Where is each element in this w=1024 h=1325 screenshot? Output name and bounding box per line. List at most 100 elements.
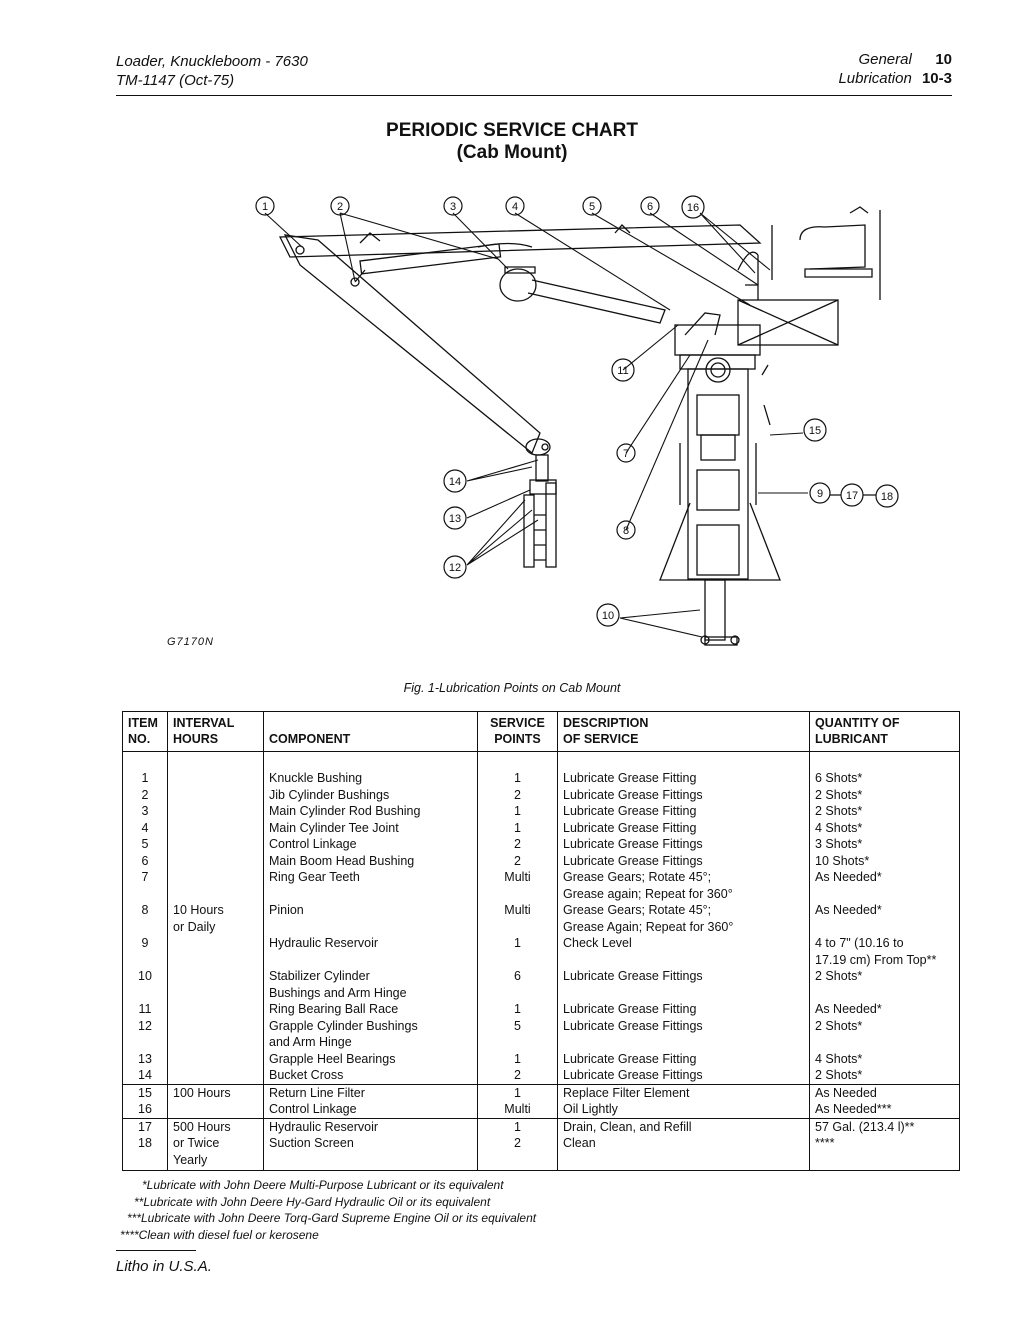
table-cell-qty [809,984,960,1001]
title-line-1: PERIODIC SERVICE CHART [386,120,638,141]
table-cell-points: 2 [477,786,558,803]
table-cell-points: 2 [477,836,558,853]
footer-rule [116,1250,196,1251]
table-cell-points: 2 [477,1067,558,1084]
table-cell-points: 1 [477,770,558,787]
callout-4 [505,196,525,216]
callout-13 [443,506,467,530]
table-cell-desc: Drain, Clean, and Refill [557,1117,810,1135]
table-cell-interval [167,869,264,886]
table-cell-points: Multi [477,869,558,886]
callout-label-7: 7 [623,448,629,460]
table-cell-points: Multi [477,1101,558,1118]
table-cell-points: 5 [477,1017,558,1034]
table-cell-qty: 6 Shots* [809,770,960,787]
table-cell-component: Grapple Cylinder Bushings [263,1017,478,1034]
table-cell-qty: 2 Shots* [809,968,960,985]
table-cell-points [477,951,558,968]
table-cell-desc [557,1034,810,1051]
footnote-2: **Lubricate with John Deere Hy-Gard Hydr… [134,1194,491,1209]
table-cell-desc: Lubricate Grease Fittings [557,1067,810,1084]
col-component: COMPONENT [263,711,478,752]
callout-3 [443,196,463,216]
callout-leaders [264,212,808,638]
table-cell-component [263,951,478,968]
table-cell-interval: or Twice [167,1135,264,1152]
table-cell-points: 1 [477,935,558,952]
table-cell-qty: As Needed*** [809,1101,960,1118]
table-cell-qty: As Needed* [809,1001,960,1018]
callout-label-18: 18 [881,491,893,503]
table-cell-desc: Lubricate Grease Fitting [557,1050,810,1067]
lubrication-diagram: 1 2 3 4 5 6 16 11 7 8 15 9 17 18 14 13 1… [255,195,899,646]
callout-16 [681,195,705,219]
table-cell-desc: Check Level [557,935,810,952]
footnote-1: *Lubricate with John Deere Multi-Purpose… [142,1178,504,1192]
table-cell-interval: 100 Hours [167,1083,264,1101]
callout-11 [611,358,635,382]
table-cell-component: Knuckle Bushing [263,770,478,787]
table-cell-item [122,1034,168,1051]
table-cell-points: 6 [477,968,558,985]
table-cell-qty [809,885,960,902]
table-cell-component: Main Boom Head Bushing [263,852,478,869]
table-cell-component: and Arm Hinge [263,1034,478,1051]
section-name: General [858,51,912,68]
callout-label-2: 2 [337,201,343,213]
table-cell-component [263,918,478,935]
callout-label-3: 3 [450,201,456,213]
table-cell-interval [167,852,264,869]
table-cell-qty: 4 to 7" (10.16 to [809,935,960,952]
table-cell-qty [809,1034,960,1051]
table-cell-interval [167,770,264,787]
table-cell-points [477,1151,558,1171]
callout-8 [616,520,636,540]
table-cell-item: 1 [122,770,168,787]
table-cell-interval [167,1001,264,1018]
table-cell-interval [167,1017,264,1034]
callout-label-4: 4 [512,201,518,213]
table-cell-desc: Lubricate Grease Fitting [557,1001,810,1018]
table-cell-interval: 500 Hours [167,1117,264,1135]
table-cell-item: 12 [122,1017,168,1034]
table-cell-item: 5 [122,836,168,853]
table-cell-desc [557,951,810,968]
callout-markers [255,195,899,627]
table-cell-interval: Yearly [167,1151,264,1171]
table-cell-item: 17 [122,1117,168,1135]
figure-caption: Fig. 1-Lubrication Points on Cab Mount [403,681,621,695]
table-cell-qty: As Needed* [809,869,960,886]
callout-label-8: 8 [623,525,629,537]
callout-label-14: 14 [449,476,461,488]
callout-7 [616,443,636,463]
table-cell-desc [557,984,810,1001]
callout-label-15: 15 [809,425,821,437]
table-cell-qty: 2 Shots* [809,803,960,820]
table-cell-item [122,885,168,902]
callout-label-10: 10 [602,610,614,622]
header-left: Loader, Knuckleboom - 7630 TM-1147 (Oct-… [116,52,308,90]
table-cell-interval [167,951,264,968]
table-cell-points: 1 [477,1117,558,1135]
table-cell-points: 2 [477,1135,558,1152]
table-cell-component: Bucket Cross [263,1067,478,1084]
callout-14 [443,469,467,493]
callout-2 [330,196,350,216]
table-row: and Arm Hinge [122,1034,960,1051]
table-cell-component [263,885,478,902]
table-cell-points: 1 [477,819,558,836]
table-cell-interval [167,968,264,985]
callout-5 [582,196,602,216]
callout-labels: 1 2 3 4 5 6 16 11 7 8 15 9 17 18 14 13 1… [262,201,893,622]
